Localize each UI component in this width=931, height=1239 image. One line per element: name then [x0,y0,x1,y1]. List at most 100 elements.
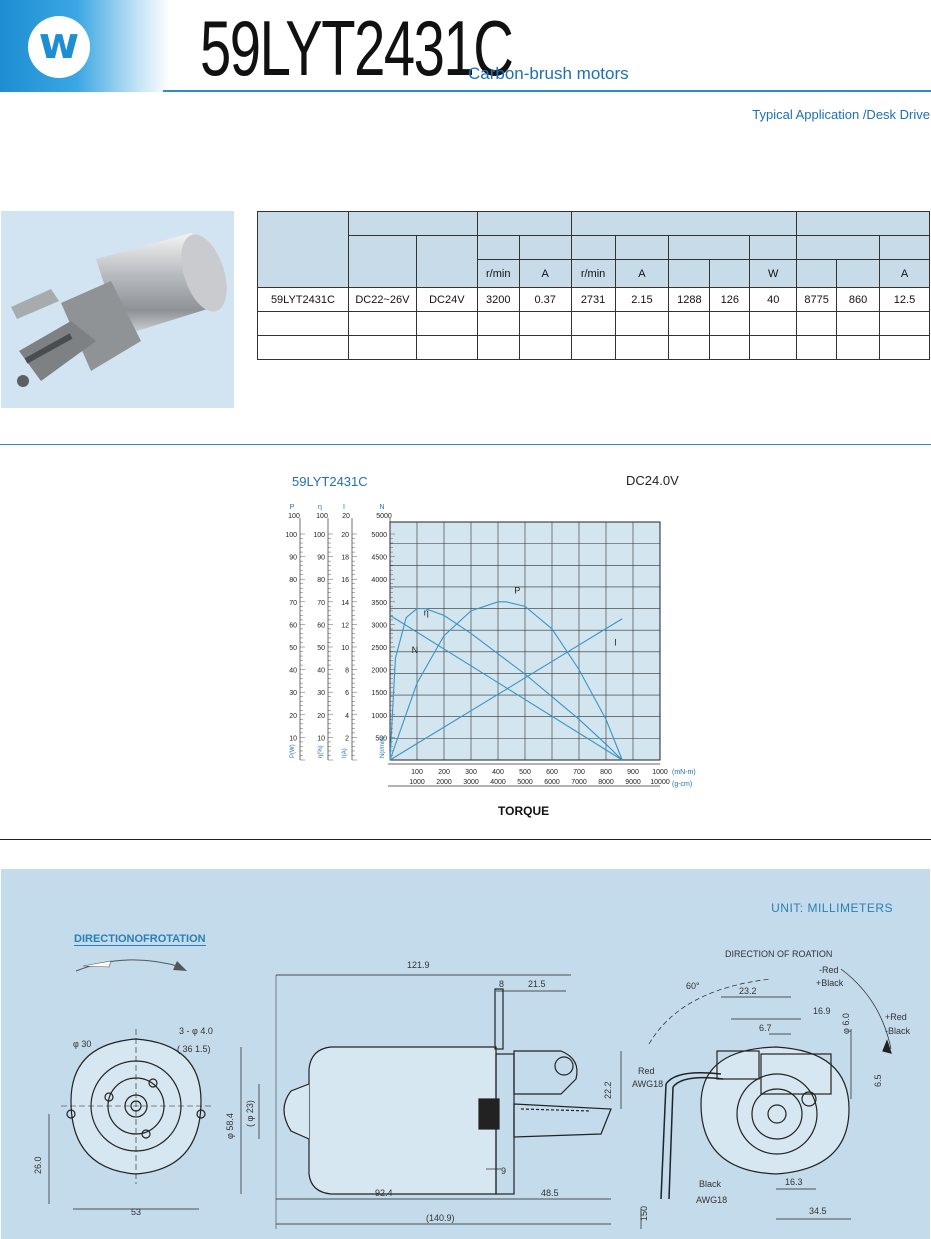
wire-label: AWG18 [632,1079,663,1089]
series-line-I [389,618,623,761]
unit-cell: W [749,259,798,288]
header-cell [878,235,931,260]
y-tick-label: 2000 [371,668,387,675]
dim-label: 16.3 [785,1177,803,1187]
side-view [240,974,622,1229]
unit-cell [709,259,751,288]
unit-cell: A [518,259,572,288]
x-tick-label: 300 [465,769,477,776]
model-title: 59LYT2431C [200,4,514,92]
logo: w [28,16,90,78]
curve-label: N [412,645,419,655]
y-tick-label: 4000 [371,577,387,584]
y-tick-label: 1000 [371,713,387,720]
dim-label: 26.0 [33,1156,43,1174]
x-tick-label: 900 [627,769,639,776]
unit-cell [836,259,880,288]
y-tick-label: 80 [317,577,325,584]
cell-voltage-range: DC22~26V [347,287,417,312]
y-tick-label: 2500 [371,645,387,652]
y-tick-label: 50 [289,645,297,652]
unit-cell [668,259,711,288]
y-tick-label: 100 [313,532,325,539]
dim-label: 22.2 [603,1081,613,1099]
x-tick-label: 1000 [652,769,668,776]
y-tick-label: 10 [317,735,325,742]
y-axis-top: 20 [342,513,350,520]
cell-rated-speed: 2731 [570,287,616,312]
y-tick-label: 8 [345,668,349,675]
y-axis-head: I [343,504,345,511]
y-tick-label: 60 [289,622,297,629]
y-tick-label: 3000 [371,622,387,629]
y-axis-top: 100 [288,513,300,520]
y-tick-label: 12 [341,622,349,629]
wire-label: -Black [885,1026,911,1036]
y-tick-label: 10 [289,735,297,742]
dim-label: 150 [639,1206,649,1221]
wire-label: Red [638,1066,655,1076]
x-tick-label: 9000 [625,779,641,786]
y-tick-label: 10 [341,645,349,652]
header-cell [796,235,880,260]
y-tick-label: 60 [317,622,325,629]
y-tick-label: 20 [289,713,297,720]
x-axis-unit: (mN-m) [672,769,696,776]
x-tick-label: 200 [438,769,450,776]
y-tick-label: 40 [317,668,325,675]
unit-cell: A [878,259,931,288]
dim-label: 121.9 [407,960,430,970]
dim-label: ( φ 23) [245,1100,255,1127]
x-tick-label: 10000 [650,779,670,786]
x-tick-label: 100 [411,769,423,776]
y-tick-label: 6 [345,690,349,697]
header-cell [570,235,616,260]
x-tick-label: 3000 [463,779,479,786]
y-tick-label: 90 [317,555,325,562]
logo-banner: w [0,0,170,92]
y-axis-unit: I(A) [342,748,348,758]
dim-label: (140.9) [426,1213,455,1223]
dim-label: 53 [131,1207,141,1217]
header-cell [614,235,670,260]
wire-label: AWG18 [696,1195,727,1205]
header-divider [163,90,931,92]
direction-label-right: DIRECTION OF ROATION [725,949,832,959]
unit-label: UNIT: MILLIMETERS [771,901,893,915]
dim-label: 23.2 [739,986,757,996]
x-tick-label: 400 [492,769,504,776]
dim-label: 8 [499,979,504,989]
y-axis-head: η [318,504,322,511]
y-tick-label: 20 [317,713,325,720]
y-tick-label: 3500 [371,600,387,607]
cell-noload-current: 0.37 [518,287,572,312]
x-tick-label: 600 [546,769,558,776]
dim-label: 6.5 [873,1074,883,1087]
dim-label: 16.9 [813,1006,831,1016]
series-line-N [389,614,623,761]
y-tick-label: 5000 [371,532,387,539]
y-tick-label: 18 [341,555,349,562]
dim-label: 3 - φ 4.0 [179,1026,213,1036]
chart-voltage: DC24.0V [626,473,679,488]
header-cell-stall [796,211,930,236]
x-tick-label: 700 [573,769,585,776]
dim-label: φ 6.0 [841,1013,851,1034]
header-cell-rated [570,211,798,236]
y-axis-top: 100 [316,513,328,520]
y-axis-unit: N(r/min) [380,736,386,758]
unit-cell: A [614,259,670,288]
dim-label: φ 58.4 [225,1113,235,1139]
y-axis-head: P [290,504,295,511]
y-tick-label: 50 [317,645,325,652]
cell-rated-current: 2.15 [614,287,670,312]
y-axis-top: 5000 [376,513,392,520]
header-cell-model [257,211,349,288]
dimension-drawing: UNIT: MILLIMETERS DIRECTIONOFROTATION φ … [1,869,930,1239]
unit-cell [796,259,838,288]
header-cell [668,235,751,260]
dim-label: 6.7 [759,1023,772,1033]
y-tick-label: 40 [289,668,297,675]
cell-noload-speed: 3200 [476,287,520,312]
cell-rated-torque-gcm: 1288 [668,287,711,312]
